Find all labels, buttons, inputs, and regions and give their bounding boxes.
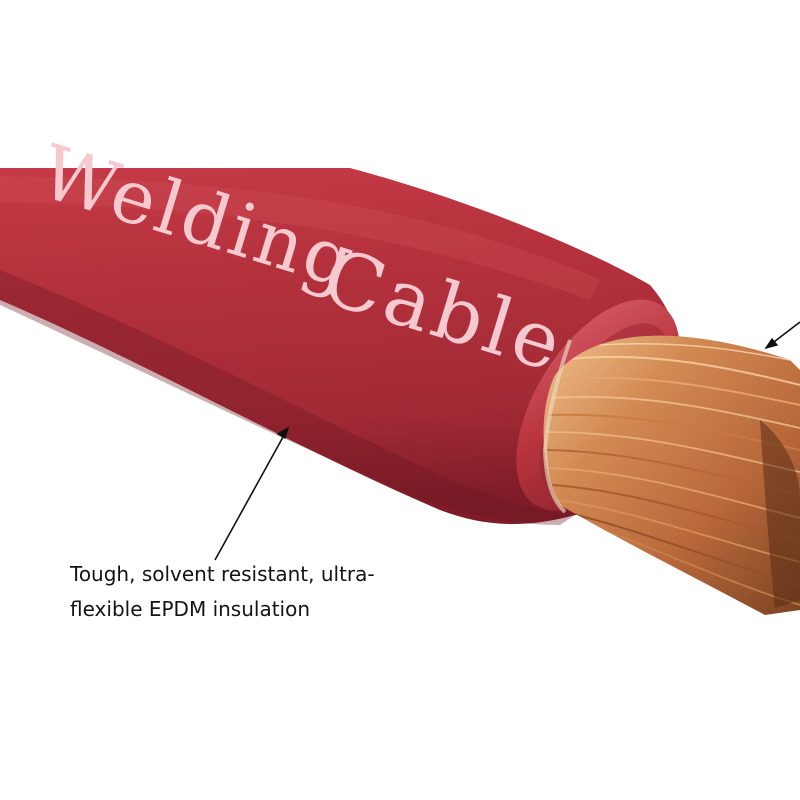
arrow-icon bbox=[764, 321, 800, 350]
arrow-icon bbox=[214, 426, 290, 561]
cable-jacket bbox=[0, 168, 683, 525]
callout-line-1: Tough, solvent resistant, ultra- bbox=[70, 562, 375, 586]
callout-line-2: flexible EPDM insulation bbox=[70, 597, 311, 621]
cut-off-callout-text bbox=[793, 190, 800, 260]
insulation-callout: Tough, solvent resistant, ultra- flexibl… bbox=[70, 557, 410, 627]
